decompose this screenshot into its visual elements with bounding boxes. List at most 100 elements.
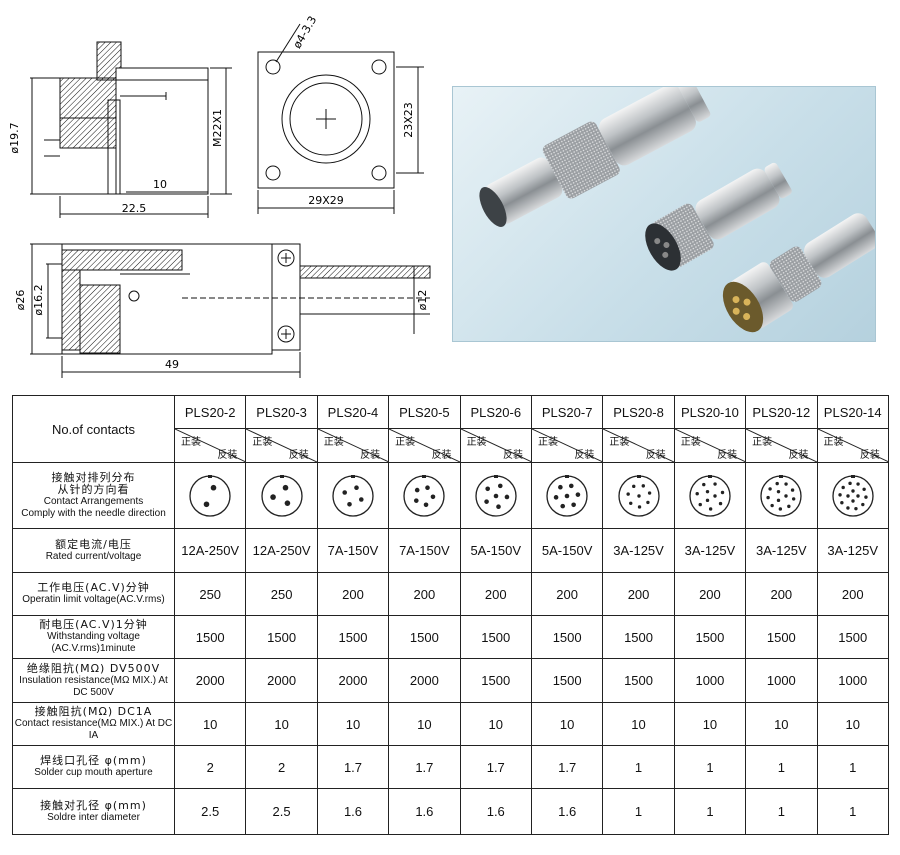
dim-dia16-2: ø16.2 xyxy=(32,284,45,315)
product-photo xyxy=(452,86,876,342)
technical-drawings: ø19.7 M22X1 10 22.5 ø4-3.3 23X23 29X29 xyxy=(8,14,431,378)
gender-cell: 正装反装 xyxy=(388,428,461,463)
gender-cell: 正装反装 xyxy=(745,428,818,463)
value-cell: 200 xyxy=(459,572,532,616)
male-label: 正装 xyxy=(252,437,273,448)
model-cell: PLS20-8 xyxy=(602,395,675,429)
row-label-en: Rated current/voltage xyxy=(45,550,142,562)
value-cell: 10 xyxy=(745,702,818,746)
model-cell: PLS20-3 xyxy=(245,395,318,429)
gender-cell: 正装反装 xyxy=(530,428,604,463)
value-cell: 10 xyxy=(816,702,889,746)
value-cell: 1.7 xyxy=(530,745,604,789)
row-label-cn: 绝缘阻抗(MΩ) DV500V xyxy=(26,661,161,675)
value-cell: 2000 xyxy=(245,658,318,703)
value-cell: 1500 xyxy=(530,615,604,659)
row-label-cn: 接触对孔径 φ(mm) xyxy=(40,798,147,812)
model-cell: PLS20-12 xyxy=(745,395,818,429)
arrangement-cell xyxy=(673,462,747,529)
contact-arrangement-icon xyxy=(403,474,446,517)
male-label: 正装 xyxy=(323,437,344,448)
value-cell: 10 xyxy=(316,702,390,746)
value-cell: 1500 xyxy=(459,658,532,703)
gender-cell: 正装反装 xyxy=(602,428,675,463)
value-cell: 1500 xyxy=(173,615,247,659)
value-cell: 7A-150V xyxy=(388,528,461,573)
male-label: 正装 xyxy=(181,437,201,448)
value-cell: 1.6 xyxy=(459,788,532,835)
dim-49: 49 xyxy=(165,358,179,371)
arrangement-cell xyxy=(530,462,604,529)
value-cell: 1500 xyxy=(530,658,604,703)
value-cell: 5A-150V xyxy=(459,528,532,573)
value-cell: 10 xyxy=(459,702,532,746)
value-cell: 200 xyxy=(816,572,889,616)
value-cell: 3A-125V xyxy=(816,528,889,573)
female-label: 反装 xyxy=(859,450,880,461)
value-cell: 2.5 xyxy=(245,788,318,835)
dim-m22: M22X1 xyxy=(211,109,224,147)
gender-row: 正装反装正装反装正装反装正装反装正装反装正装反装正装反装正装反装正装反装正装反装 xyxy=(13,428,889,463)
value-cell: 1 xyxy=(602,788,675,835)
value-cell: 1.6 xyxy=(316,788,390,835)
value-cell: 1000 xyxy=(816,658,889,703)
value-cell: 200 xyxy=(316,572,390,616)
row-label-en: Withstanding voltage (AC.V.rms)1minute xyxy=(47,631,140,654)
gender-cell: 正装反装 xyxy=(673,428,747,463)
female-label: 反装 xyxy=(717,450,738,461)
dim-dia19-7: ø19.7 xyxy=(8,122,21,153)
value-cell: 1 xyxy=(816,745,889,789)
contact-arrangement-icon xyxy=(760,474,802,517)
value-cell: 200 xyxy=(745,572,818,616)
gender-cell: 正装反装 xyxy=(316,428,390,463)
row-label: 接触对孔径 φ(mm)Soldre inter diameter xyxy=(12,788,175,835)
spec-table: No.of contacts PLS20-2 PLS20-3 PLS20-4 P… xyxy=(12,395,889,835)
model-cell: PLS20-4 xyxy=(316,395,390,429)
arrangement-cell xyxy=(245,462,318,529)
value-cell: 200 xyxy=(673,572,747,616)
value-cell: 1.7 xyxy=(316,745,390,789)
row-label-en: Soldre inter diameter xyxy=(47,811,140,823)
value-cell: 1.7 xyxy=(459,745,532,789)
arrangement-cell xyxy=(173,462,247,529)
row-label-en: Operatin limit voltage(AC.V.rms) xyxy=(22,594,165,605)
value-cell: 200 xyxy=(530,572,604,616)
female-label: 反装 xyxy=(502,450,523,461)
header-label: No.of contacts xyxy=(12,395,175,463)
female-label: 反装 xyxy=(360,450,381,461)
value-cell: 10 xyxy=(388,702,461,746)
arrangement-cell xyxy=(459,462,532,529)
female-label: 反装 xyxy=(288,450,309,461)
arrangement-cell xyxy=(816,462,889,529)
dim-22-5: 22.5 xyxy=(122,202,147,215)
value-cell: 1 xyxy=(745,745,818,789)
value-cell: 10 xyxy=(602,702,675,746)
value-cell: 2000 xyxy=(388,658,461,703)
arrangement-cell xyxy=(316,462,390,529)
value-cell: 2000 xyxy=(316,658,390,703)
value-cell: 1000 xyxy=(673,658,747,703)
value-cell: 1000 xyxy=(745,658,818,703)
row-label-cn: 工作电压(AC.V)分钟 xyxy=(37,581,150,594)
value-cell: 1 xyxy=(602,745,675,789)
dim-23: 23X23 xyxy=(402,102,415,138)
value-cell: 10 xyxy=(245,702,318,746)
value-cell: 3A-125V xyxy=(602,528,675,573)
model-cell: PLS20-10 xyxy=(673,395,747,429)
contact-arrangement-icon xyxy=(546,474,588,517)
gender-cell: 正装反装 xyxy=(173,428,247,463)
row-label-en: Contact resistance(MΩ MIX.) At DC IA xyxy=(14,718,173,741)
bottom-side-view xyxy=(30,243,431,378)
gender-cell: 正装反装 xyxy=(459,428,532,463)
value-cell: 1 xyxy=(745,788,818,835)
value-cell: 10 xyxy=(530,702,604,746)
arrangement-label: 接触对排列分布 从针的方向看 Contact Arrangements Comp… xyxy=(12,462,175,529)
female-label: 反装 xyxy=(574,450,595,461)
value-cell: 1500 xyxy=(316,615,390,659)
